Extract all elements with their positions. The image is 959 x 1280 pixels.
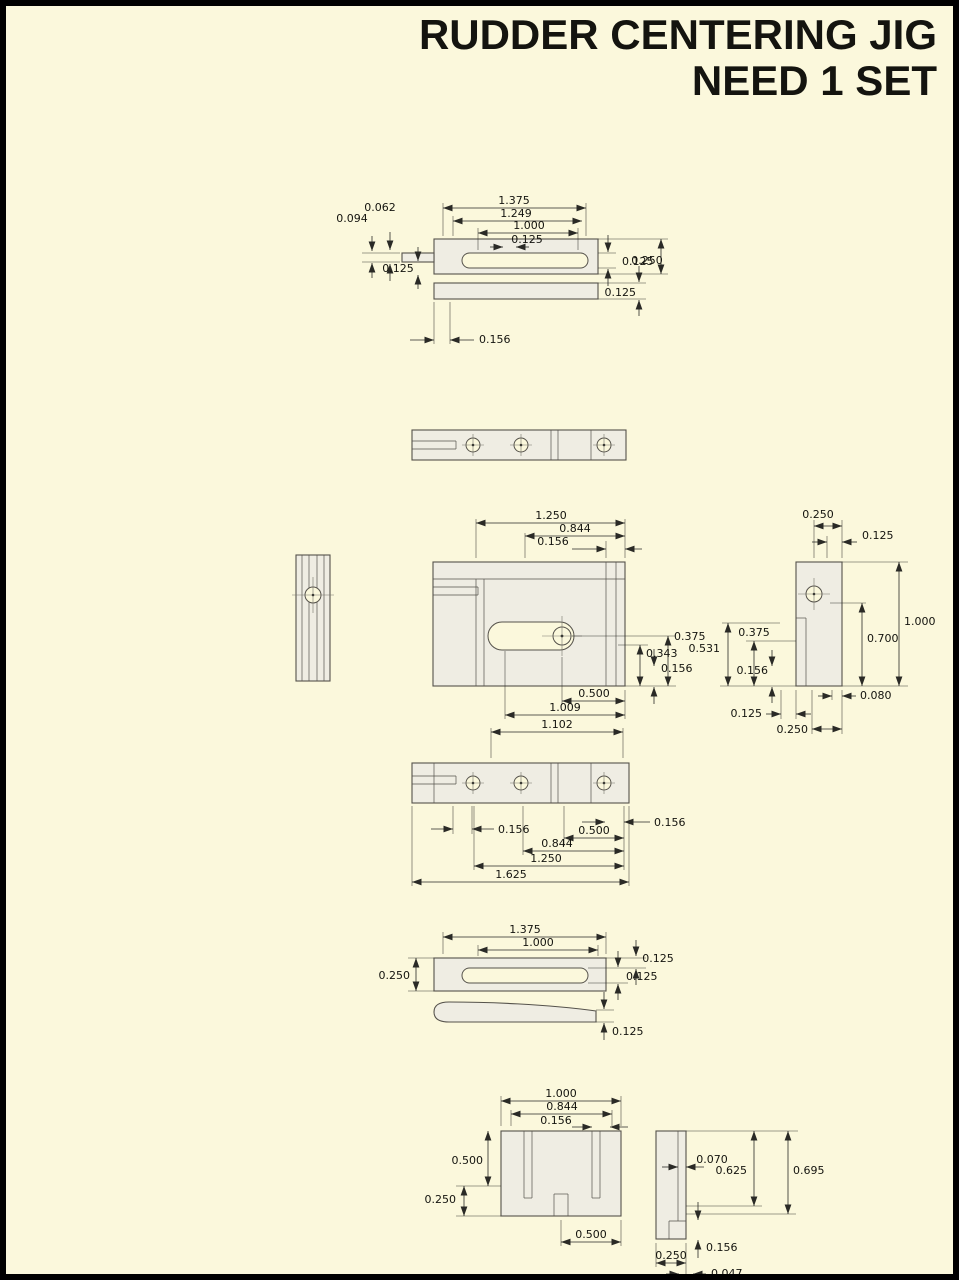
dim-label: 0.844 [559, 522, 591, 535]
dim-label: 0.125 [626, 970, 658, 983]
view-side-block: 0.250 0.125 1.000 0.700 0.375 0.531 0.15… [689, 508, 936, 736]
dim-label: 1.000 [904, 615, 936, 628]
dim-label: 0.125 [612, 1025, 644, 1038]
dim-label: 0.156 [540, 1114, 572, 1127]
dim-label: 0.500 [578, 687, 610, 700]
v3-side-dimensions: 0.250 0.125 1.000 0.700 0.375 0.531 0.15… [689, 508, 936, 736]
dim-label: 0.250 [379, 969, 411, 982]
view-end-section [292, 554, 334, 682]
title-line-2: NEED 1 SET [691, 57, 937, 105]
dim-label: 0.500 [578, 824, 610, 837]
dim-label: 0.047 [711, 1267, 743, 1274]
part-slot [461, 252, 589, 269]
view-upper-plan-bar [411, 429, 627, 461]
dim-label: 0.250 [655, 1249, 687, 1262]
view-upper-side-section: 1.375 1.249 1.000 0.125 0.094 0.062 0.12… [336, 194, 668, 346]
dim-label: 0.700 [867, 632, 899, 645]
dim-label: 1.625 [495, 868, 527, 881]
view-lower-plan-bar: 1.102 0.156 0.500 0.844 0.156 1.250 1.62… [411, 718, 686, 886]
dim-label: 0.156 [479, 333, 511, 346]
part-lower-plate [433, 282, 599, 300]
dim-label: 0.250 [802, 508, 834, 521]
dim-label: 0.695 [793, 1164, 825, 1177]
part-end-block [295, 554, 331, 682]
v6-side-dimensions: 0.070 0.625 0.695 0.156 0.250 0.047 [655, 1130, 825, 1274]
dim-label: 0.125 [605, 286, 637, 299]
dim-label: 0.094 [336, 212, 368, 225]
dim-label: 0.125 [862, 529, 894, 542]
dim-label: 0.625 [716, 1164, 748, 1177]
dim-label: 0.125 [511, 233, 543, 246]
dim-label: 0.125 [642, 952, 674, 965]
dim-label: 0.375 [738, 626, 770, 639]
dim-label: 1.102 [541, 718, 573, 731]
dim-label: 0.156 [737, 664, 769, 677]
v1-dimensions: 1.375 1.249 1.000 0.125 0.094 0.062 0.12… [336, 194, 668, 346]
title-line-1: RUDDER CENTERING JIG [418, 11, 937, 58]
part-slot [461, 967, 589, 984]
drawing-title: RUDDER CENTERING JIG NEED 1 SET [418, 11, 937, 105]
dim-label: 0.250 [777, 723, 809, 736]
dim-label: 0.500 [452, 1154, 484, 1167]
dim-label: 0.250 [425, 1193, 457, 1206]
dim-label: 0.156 [537, 535, 569, 548]
part-u-block [500, 1130, 622, 1217]
dim-label: 0.125 [731, 707, 763, 720]
dim-label: 1.000 [522, 936, 554, 949]
dim-label: 0.156 [706, 1241, 738, 1254]
part-side-u [655, 1130, 687, 1240]
dim-label: 0.844 [541, 837, 573, 850]
dim-label: 1.000 [545, 1087, 577, 1100]
dim-label: 0.531 [689, 642, 721, 655]
dim-label: 0.156 [654, 816, 686, 829]
dim-label: 1.000 [513, 219, 545, 232]
dim-label: 1.009 [549, 701, 581, 714]
v5-dimensions: 1.375 1.000 0.125 0.250 0.125 0.125 [379, 923, 674, 1040]
dim-label: 0.125 [622, 255, 654, 268]
v6-front-dimensions: 1.000 0.844 0.156 0.500 0.250 0.500 [425, 1087, 628, 1246]
dim-label: 0.062 [364, 201, 396, 214]
dim-label: 0.375 [674, 630, 706, 643]
v4-dimensions: 1.102 0.156 0.500 0.844 0.156 1.250 1.62… [411, 718, 686, 886]
dim-label: 0.070 [696, 1153, 728, 1166]
dim-label: 0.500 [575, 1228, 607, 1241]
dim-label: 0.080 [860, 689, 892, 702]
view-front-block: 1.250 0.844 0.156 0.375 0.343 0.156 0.50… [432, 509, 706, 719]
view-front-u-block: 1.000 0.844 0.156 0.500 0.250 0.500 [425, 1087, 628, 1246]
dim-label: 0.125 [382, 262, 414, 275]
dim-label: 1.249 [500, 207, 532, 220]
dim-label: 1.250 [535, 509, 567, 522]
dim-label: 0.844 [546, 1100, 578, 1113]
view-side-u-block: 0.070 0.625 0.695 0.156 0.250 0.047 [655, 1130, 825, 1274]
dim-label: 0.250 [631, 254, 663, 267]
dim-label: 1.375 [498, 194, 530, 207]
dim-label: 1.375 [509, 923, 541, 936]
part-wedge [433, 1001, 597, 1023]
v3-front-dimensions: 1.250 0.844 0.156 0.375 0.343 0.156 0.50… [475, 509, 706, 719]
dim-label: 0.156 [661, 662, 693, 675]
drawing-canvas: 1.375 1.249 1.000 0.125 0.094 0.062 0.12… [292, 194, 936, 1274]
part-side-block [795, 561, 843, 687]
dim-label: 1.250 [530, 852, 562, 865]
view-lower-side-section: 1.375 1.000 0.125 0.250 0.125 0.125 [379, 923, 674, 1040]
dim-label: 0.156 [498, 823, 530, 836]
dim-label: 0.343 [646, 647, 678, 660]
